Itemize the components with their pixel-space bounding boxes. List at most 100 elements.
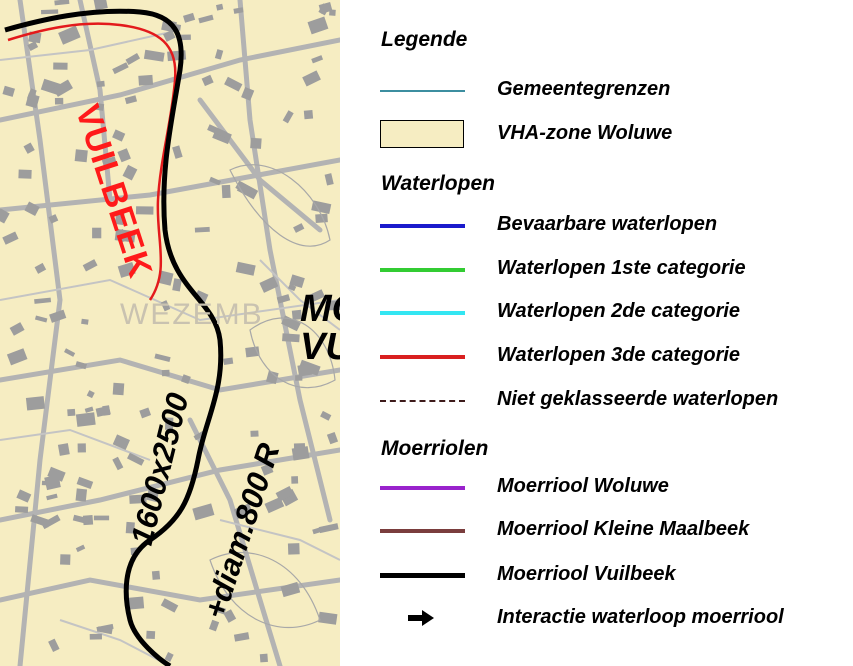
building-block <box>112 382 125 396</box>
building-block <box>209 176 222 186</box>
building-block <box>0 208 10 224</box>
area-label-line-1: MO <box>300 288 340 330</box>
building-block <box>235 261 256 276</box>
map-panel[interactable]: WEZEMB VUILBEEK 1600x2500 +diam.800 R MO… <box>0 0 340 666</box>
building-block <box>27 41 39 52</box>
building-block <box>93 515 110 521</box>
building-block <box>30 514 51 528</box>
building-block <box>233 632 250 642</box>
legend-swatch-line <box>380 268 465 272</box>
building-block <box>192 503 215 521</box>
vuilbeek-stream-line <box>7 22 177 301</box>
building-block <box>92 227 102 239</box>
building-block <box>282 333 300 343</box>
moerriool-vuilbeek-line <box>4 8 224 666</box>
building-block <box>112 62 129 75</box>
building-block <box>207 124 228 138</box>
building-block <box>89 633 102 640</box>
building-block <box>235 180 257 198</box>
legend-entry-niet-geklasseerde-waterlopen: Niet geklasseerde waterlopen <box>340 386 853 416</box>
building-block <box>122 164 138 181</box>
building-block <box>223 357 234 365</box>
building-block <box>280 581 301 598</box>
building-block <box>201 74 214 87</box>
building-block <box>233 7 244 14</box>
legend-entry-label: Waterlopen 1ste categorie <box>497 257 746 279</box>
legend-swatch-box <box>380 120 464 148</box>
map-canvas <box>0 0 340 666</box>
legend-entry-interactie-waterloop-moerriool: Interactie waterloop moerriool <box>340 604 853 634</box>
building-block <box>47 466 66 482</box>
building-block <box>181 374 191 384</box>
waterlopen-title: Waterlopen <box>381 172 495 195</box>
building-block <box>25 396 45 411</box>
building-block <box>95 103 105 111</box>
building-block <box>34 262 47 274</box>
building-block <box>158 270 174 286</box>
building-block <box>18 169 32 179</box>
building-block <box>221 184 231 199</box>
building-block <box>53 62 68 70</box>
building-block <box>160 300 171 312</box>
building-block <box>112 434 130 451</box>
building-block <box>194 226 210 233</box>
building-block <box>75 544 86 553</box>
building-block <box>259 653 268 663</box>
building-block <box>101 156 118 169</box>
building-block <box>287 283 297 292</box>
legend-entry-label: Moerriool Kleine Maalbeek <box>497 518 750 540</box>
building-block <box>46 493 58 501</box>
building-block <box>289 274 305 289</box>
building-block <box>241 87 255 101</box>
building-block <box>172 278 182 292</box>
building-block <box>54 97 64 105</box>
building-block <box>95 405 111 417</box>
legend-swatch-thick <box>380 573 465 578</box>
building-block <box>139 407 152 419</box>
building-block <box>26 88 37 101</box>
building-block <box>146 487 160 503</box>
legend-entry-label: Moerriool Vuilbeek <box>497 563 676 585</box>
legend-swatch-dashed <box>380 400 465 402</box>
building-block <box>318 2 333 14</box>
building-block <box>161 369 170 377</box>
building-block <box>76 476 94 490</box>
building-block <box>260 463 274 476</box>
building-block <box>96 623 114 632</box>
legend-entry-label: Waterlopen 2de categorie <box>497 300 741 322</box>
building-block <box>6 348 28 366</box>
building-block <box>67 408 76 417</box>
building-block <box>81 318 89 325</box>
building-block <box>291 476 299 484</box>
building-block <box>138 74 154 86</box>
building-block <box>58 25 81 45</box>
legend-entry-gemeentegrenzen: Gemeentegrenzen <box>340 76 853 106</box>
legend-entry-waterlopen-1ste-categorie: Waterlopen 1ste categorie <box>340 255 853 285</box>
building-block <box>127 596 145 610</box>
building-block <box>72 514 90 525</box>
place-label: WEZEMB <box>120 298 264 331</box>
legend-title: Legende <box>381 28 468 51</box>
building-block <box>112 456 124 471</box>
building-block <box>287 543 300 555</box>
building-block <box>311 200 332 215</box>
building-block <box>48 638 60 653</box>
building-block <box>41 9 59 15</box>
building-block <box>49 309 67 323</box>
building-block <box>214 49 224 60</box>
building-block <box>93 0 108 11</box>
building-block <box>291 309 303 321</box>
building-block <box>143 49 165 62</box>
legend-entry-label: Bevaarbare waterlopen <box>497 213 718 235</box>
building-block <box>311 55 324 64</box>
building-block <box>259 276 279 293</box>
building-block <box>183 12 196 23</box>
building-block <box>151 570 161 580</box>
building-block <box>264 496 285 514</box>
legend-entry-label: Gemeentegrenzen <box>497 78 671 100</box>
moerriolen-title: Moerriolen <box>381 437 489 460</box>
building-block <box>224 76 243 92</box>
legend-entry-bevaarbare-waterlopen: Bevaarbare waterlopen <box>340 211 853 241</box>
legend-entry-waterlopen-3de-categorie: Waterlopen 3de categorie <box>340 342 853 372</box>
